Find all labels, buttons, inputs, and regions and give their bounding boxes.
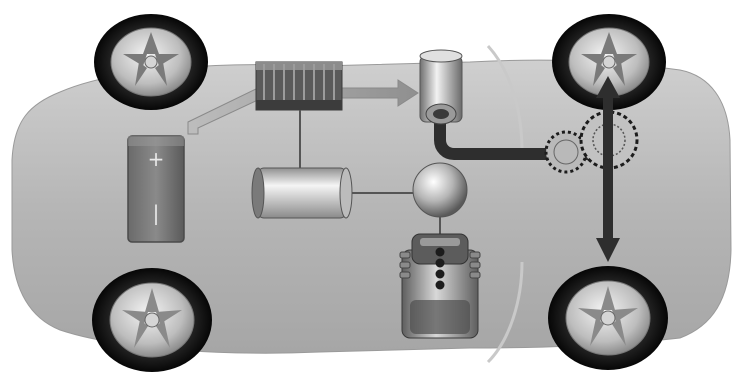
wheel-front-left — [94, 14, 208, 110]
converter-icon — [251, 167, 353, 219]
arrow-icon-rear-axle — [596, 148, 620, 262]
wheel-rear-left — [92, 268, 212, 372]
battery-icon: + | — [127, 135, 185, 243]
generator-icon — [412, 162, 468, 218]
electric-flow-arrow — [187, 79, 419, 135]
electric-motor-icon — [419, 49, 463, 125]
arrow-icon-front-axle — [596, 76, 620, 154]
body-contour-rear — [486, 261, 524, 364]
battery-negative-label: | — [153, 201, 160, 225]
wheel-rear-right — [548, 266, 668, 370]
engine-icon — [399, 233, 481, 339]
body-contour-front — [486, 44, 524, 151]
battery-positive-label: + — [148, 147, 165, 171]
drive-shaft — [434, 118, 612, 160]
gear-icon — [544, 130, 588, 174]
inverter-icon — [255, 61, 343, 111]
